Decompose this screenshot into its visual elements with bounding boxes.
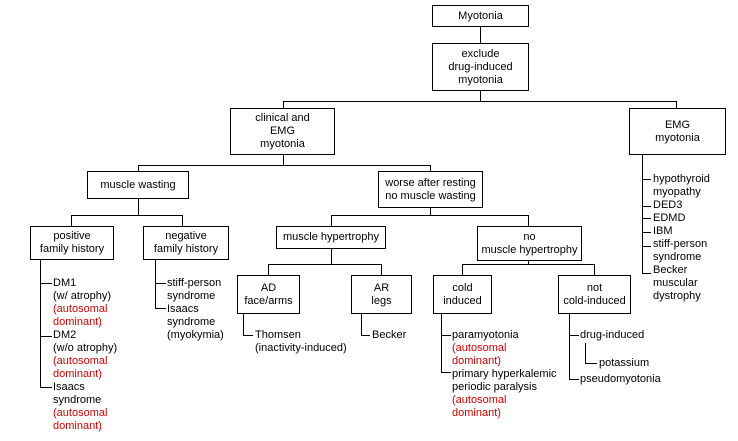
leaf-drug-induced: drug-induced — [580, 329, 645, 341]
leaf-list-cold-induced: paramyotonia (autosomal dominant) primar… — [452, 329, 557, 419]
leaf-potassium: potassium — [599, 357, 650, 369]
leaf-pseudomyotonia: pseudomyotonia — [580, 373, 661, 385]
leaf-list-ad-face-arms: Thomsen (inactivity-induced) — [255, 329, 347, 354]
node-muscle-hypertrophy: muscle hypertrophy — [276, 226, 386, 249]
node-myotonia: Myotonia — [432, 5, 529, 27]
leaf-list-positive-family-history: DM1 (w/ atrophy) (autosomal dominant) DM… — [53, 277, 118, 432]
leaf-list-ar-legs: Becker — [372, 329, 407, 341]
leaf-list-emg-myotonia: hypothyroid myopathy DED3 EDMD IBM stiff… — [653, 173, 710, 302]
leaf-list-negative-family-history: stiff-person syndrome Isaacs syndrome (m… — [167, 277, 224, 341]
node-muscle-wasting: muscle wasting — [87, 171, 189, 199]
